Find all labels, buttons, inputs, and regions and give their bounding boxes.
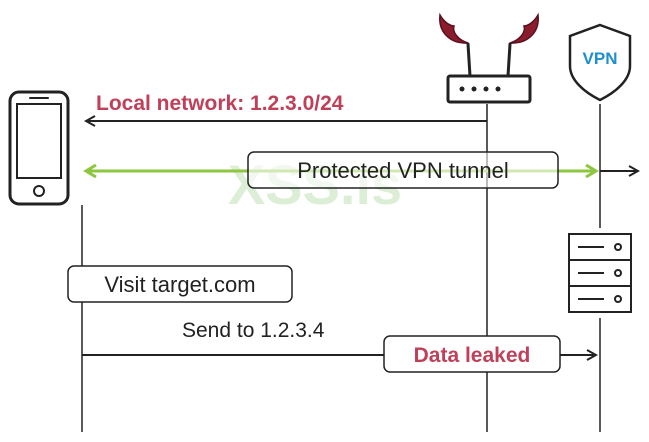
vpn-tunnel-label: Protected VPN tunnel bbox=[297, 158, 509, 183]
data-leaked-box bbox=[383, 335, 561, 373]
vpn-shield-icon: VPN bbox=[568, 23, 632, 102]
visit-target-label: Visit target.com bbox=[104, 272, 255, 297]
visit-target-box bbox=[67, 265, 293, 303]
local-network-label: Local network: 1.2.3.0/24 bbox=[96, 92, 344, 115]
data-leaked-label: Data leaked bbox=[414, 344, 531, 367]
malicious-router-icon bbox=[439, 12, 539, 104]
smartphone-icon bbox=[8, 90, 70, 206]
server-icon bbox=[568, 233, 632, 313]
send-to-label: Send to 1.2.3.4 bbox=[182, 319, 325, 342]
vpn-badge-text: VPN bbox=[583, 49, 618, 68]
vpn-tunnel-box bbox=[247, 151, 559, 189]
